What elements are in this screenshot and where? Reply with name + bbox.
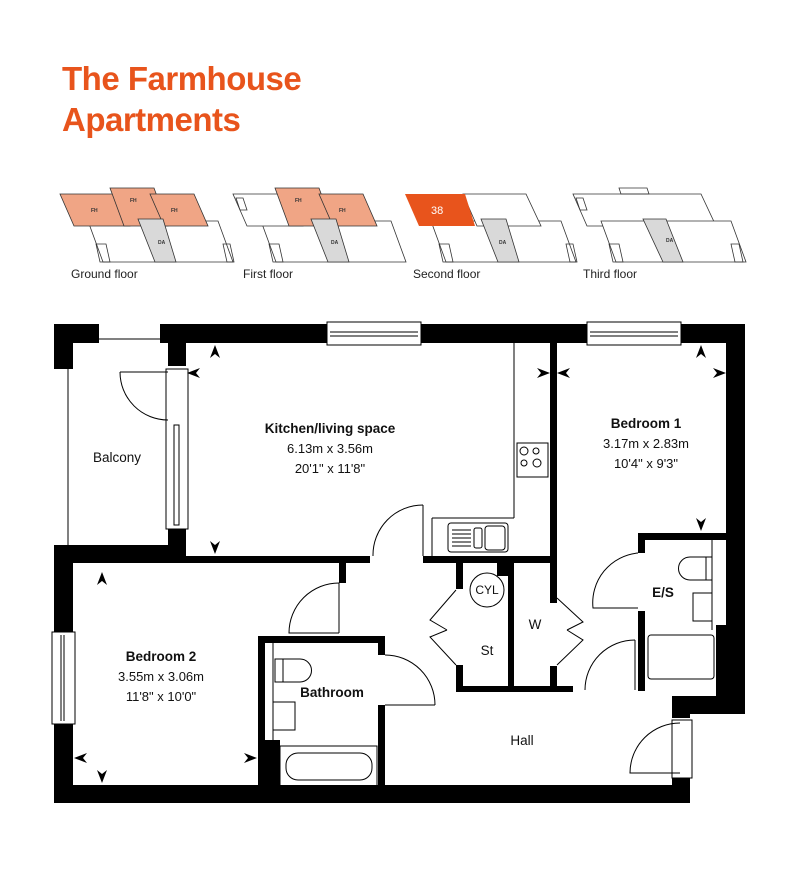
svg-text:FH: FH xyxy=(295,198,302,204)
svg-text:DA: DA xyxy=(499,240,507,246)
room-name: Hall xyxy=(510,733,534,748)
room-dimensions-imperial: 20'1" x 11'8" xyxy=(294,461,366,476)
first-floor-diagram: FH FH DA xyxy=(232,187,407,263)
room-name: Bedroom 1 xyxy=(610,416,682,431)
selected-apartment-number: 38 xyxy=(431,205,443,217)
room-name: W xyxy=(528,617,542,632)
key-plan-label: Third floor xyxy=(583,267,638,281)
room-kitchen: Kitchen/living space 6.13m x 3.56m 20'1"… xyxy=(265,419,396,479)
title-line-1: The Farmhouse xyxy=(62,60,302,97)
svg-text:DA: DA xyxy=(331,240,339,246)
room-bathroom: Bathroom xyxy=(300,683,364,703)
ground-floor-diagram: FH FH FH DA xyxy=(59,187,235,263)
room-name: E/S xyxy=(652,585,674,600)
svg-text:FH: FH xyxy=(339,208,346,214)
room-wardrobe: W xyxy=(529,615,542,635)
room-name: CYL xyxy=(475,583,499,597)
key-plan-ground-floor[interactable]: FH FH FH DA Ground floor xyxy=(58,186,243,286)
room-name: Kitchen/living space xyxy=(264,421,396,436)
room-ensuite: E/S xyxy=(652,583,674,603)
room-hall: Hall xyxy=(510,731,533,751)
key-plan-label: First floor xyxy=(243,267,294,281)
room-bedroom-2: Bedroom 2 3.55m x 3.06m 11'8" x 10'0" xyxy=(118,647,204,707)
second-floor-diagram: 38 DA xyxy=(405,193,578,263)
room-balcony: Balcony xyxy=(93,448,141,468)
room-name: St xyxy=(480,643,494,658)
room-dimensions-metric: 3.55m x 3.06m xyxy=(118,669,204,684)
svg-text:FH: FH xyxy=(171,208,178,214)
svg-text:FH: FH xyxy=(91,208,98,214)
svg-text:DA: DA xyxy=(666,238,674,244)
key-plan-second-floor[interactable]: 38 DA Second floor xyxy=(401,186,586,286)
room-name: Balcony xyxy=(92,450,142,465)
svg-text:DA: DA xyxy=(158,240,166,246)
room-cylinder: CYL xyxy=(475,580,498,600)
room-dimensions-imperial: 11'8" x 10'0" xyxy=(125,689,197,704)
key-plan-label: Ground floor xyxy=(71,267,138,281)
page-title: The Farmhouse Apartments xyxy=(62,58,302,140)
third-floor-diagram: DA xyxy=(572,187,747,263)
key-plan-first-floor[interactable]: FH FH DA First floor xyxy=(231,186,416,286)
title-line-2: Apartments xyxy=(62,101,241,138)
room-name: Bathroom xyxy=(300,685,364,700)
room-dimensions-metric: 6.13m x 3.56m xyxy=(286,441,373,456)
room-bedroom-1: Bedroom 1 3.17m x 2.83m 10'4" x 9'3" xyxy=(603,414,689,474)
room-dimensions-metric: 3.17m x 2.83m xyxy=(603,436,689,451)
room-name: Bedroom 2 xyxy=(125,649,197,664)
svg-text:FH: FH xyxy=(130,198,137,204)
room-dimensions-imperial: 10'4" x 9'3" xyxy=(613,456,679,471)
key-plan-label: Second floor xyxy=(413,267,481,281)
key-plan-third-floor[interactable]: DA Third floor xyxy=(571,186,756,286)
room-store: St xyxy=(481,641,494,661)
